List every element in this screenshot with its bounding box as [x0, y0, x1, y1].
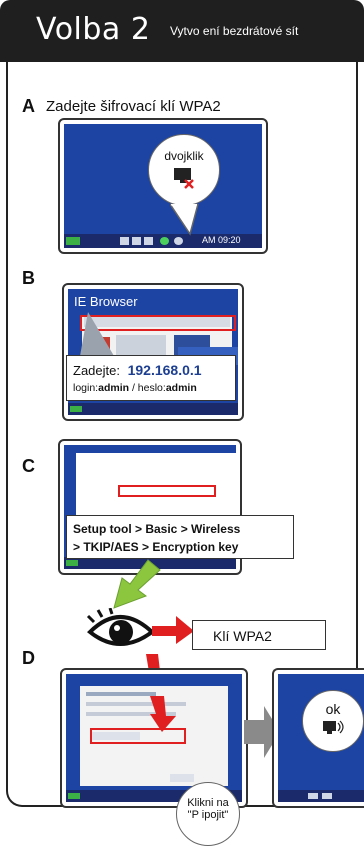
login-value: admin	[98, 382, 130, 394]
double-click-bubble: dvojklik	[148, 134, 220, 206]
enter-label: Zadejte:	[73, 363, 120, 378]
wpa2-key-box: Klí WPA2	[192, 620, 326, 650]
step-a-label: A	[22, 96, 35, 116]
network-connected-icon	[323, 720, 344, 734]
clock: AM 09:20	[202, 235, 241, 245]
ok-label: ok	[325, 701, 341, 717]
password-label: / heslo:	[129, 382, 166, 394]
start-button[interactable]	[68, 793, 80, 799]
wpa2-key-label: Klí WPA2	[213, 628, 272, 644]
tray-icon	[120, 237, 129, 245]
path-line-2: > TKIP/AES > Encryption key	[73, 540, 239, 554]
connect-button[interactable]	[170, 774, 194, 782]
step-a-panel: AM 09:20 dvojklik	[58, 118, 268, 254]
browser-title: IE Browser	[74, 294, 138, 309]
page-title: Volba 2	[36, 12, 151, 47]
gray-arrow-right-icon	[244, 706, 280, 758]
callout-connector	[80, 312, 114, 356]
result-panel: ok	[272, 668, 364, 808]
router-address: 192.168.0.1	[127, 362, 202, 378]
taskbar	[68, 403, 238, 415]
header-bar	[0, 0, 364, 62]
path-callout: Setup tool > Basic > Wireless > TKIP/AES…	[66, 515, 294, 559]
taskbar	[278, 790, 364, 802]
ok-bubble: ok	[302, 690, 364, 752]
dialog-line	[86, 702, 186, 706]
network-tray-icon[interactable]	[174, 237, 183, 245]
step-d-label: D	[22, 648, 35, 668]
dialog-line	[86, 712, 176, 716]
taskbar: AM 09:20	[64, 234, 262, 248]
click-connect-bubble: Klikni na "P ipojit"	[176, 782, 240, 846]
click-connect-line-2: "P ipojit"	[187, 809, 229, 821]
start-button[interactable]	[66, 237, 80, 245]
dialog-line	[86, 692, 156, 696]
start-button[interactable]	[70, 406, 82, 412]
tray-icon	[322, 793, 332, 799]
double-click-label: dvojklik	[164, 149, 204, 163]
eye-icon	[86, 608, 156, 646]
red-arrow-right-icon	[152, 616, 194, 644]
tray-icon	[144, 237, 153, 245]
address-bar-highlight	[80, 315, 236, 331]
path-line-1: Setup tool > Basic > Wireless	[73, 522, 241, 536]
login-label: login:	[73, 382, 99, 394]
page-subtitle: Vytvo ení bezdrátové sít	[170, 24, 299, 38]
red-arrow-into-dialog-icon	[150, 696, 176, 732]
bubble-pointer	[170, 204, 199, 236]
key-field-highlight	[90, 728, 186, 744]
address-bar[interactable]	[84, 317, 230, 327]
tray-icon	[132, 237, 141, 245]
tray-icon	[160, 237, 169, 245]
password-value: admin	[165, 382, 197, 394]
green-arrow-icon	[113, 559, 161, 609]
step-c-label: C	[22, 456, 35, 476]
step-a-instruction: Zadejte šifrovací klí WPA2	[46, 98, 221, 115]
key-input-field[interactable]	[90, 732, 140, 740]
tray-icon	[308, 793, 318, 799]
encryption-key-highlight	[118, 485, 216, 497]
start-button[interactable]	[66, 560, 78, 566]
step-b-label: B	[22, 268, 35, 288]
click-connect-line-1: Klikni na	[187, 797, 229, 809]
address-callout: Zadejte: 192.168.0.1 login:admin / heslo…	[66, 355, 236, 401]
network-disconnected-icon	[174, 168, 194, 189]
